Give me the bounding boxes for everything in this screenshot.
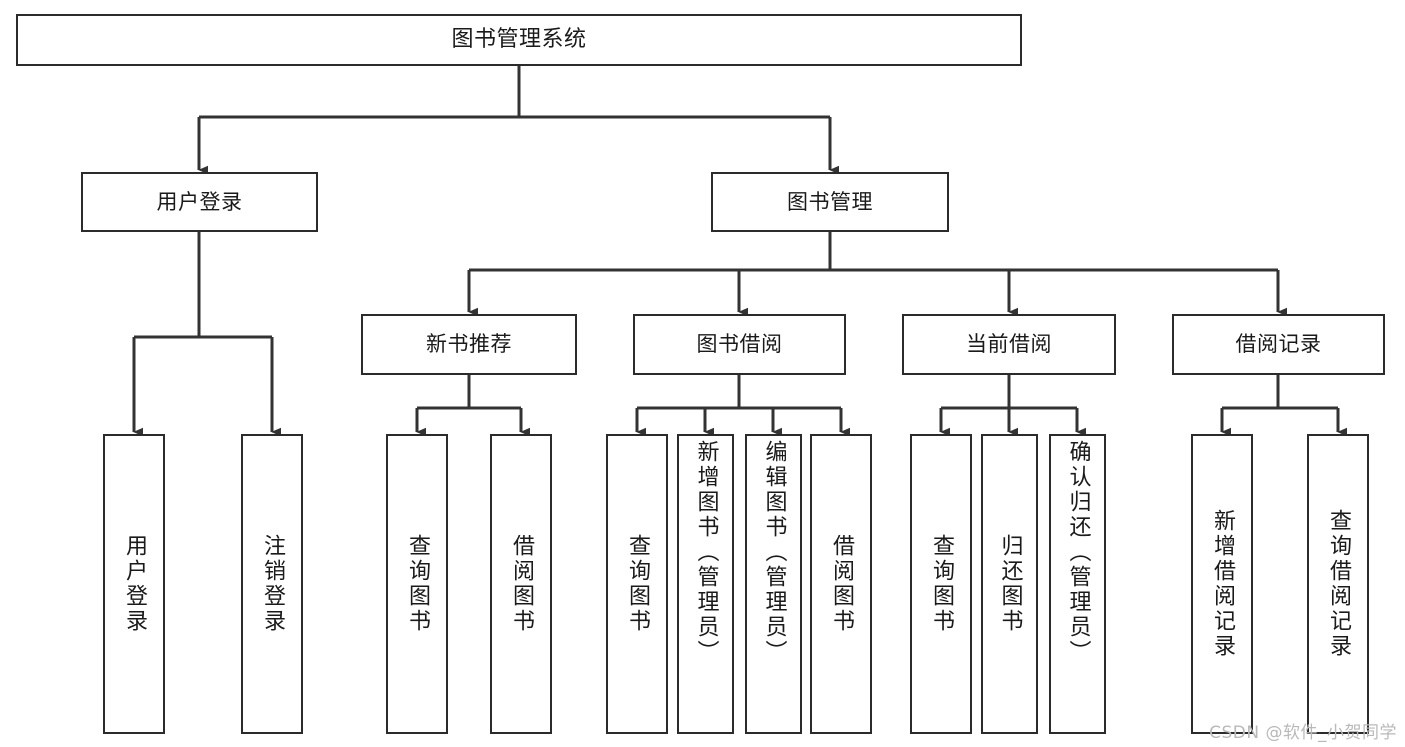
node-label: 用户登录	[156, 189, 243, 214]
node-label: 新增图书（管理员）	[693, 440, 719, 665]
node-label: 查询图书	[405, 534, 430, 634]
node-label: 编辑图书（管理员）	[761, 440, 787, 665]
node-leaf-add-borrow-record[interactable]: 新增借阅记录	[1191, 434, 1253, 734]
node-label: 确认归还（管理员）	[1065, 440, 1091, 665]
node-leaf-query-book-current[interactable]: 查询图书	[910, 434, 972, 734]
node-label: 借阅图书	[829, 534, 854, 634]
node-leaf-borrow-book[interactable]: 借阅图书	[810, 434, 872, 734]
node-leaf-add-book[interactable]: 新增图书（管理员）	[677, 434, 734, 734]
node-new-book-recommend[interactable]: 新书推荐	[361, 314, 577, 375]
watermark-text: CSDN @软件_小贺同学	[1209, 723, 1397, 743]
node-label: 图书管理	[787, 189, 873, 214]
node-leaf-return-book[interactable]: 归还图书	[981, 434, 1038, 734]
node-user-login[interactable]: 用户登录	[81, 172, 318, 232]
node-leaf-confirm-return[interactable]: 确认归还（管理员）	[1049, 434, 1106, 734]
node-leaf-edit-book[interactable]: 编辑图书（管理员）	[745, 434, 802, 734]
node-label: 新增借阅记录	[1210, 509, 1235, 659]
node-label: 注销登录	[260, 534, 285, 634]
node-current-borrow[interactable]: 当前借阅	[902, 314, 1116, 375]
node-label: 图书管理系统	[451, 27, 587, 53]
node-label: 借阅图书	[509, 534, 534, 634]
node-label: 查询图书	[929, 534, 954, 634]
node-leaf-query-borrow-record[interactable]: 查询借阅记录	[1307, 434, 1369, 734]
node-leaf-user-login[interactable]: 用户登录	[103, 434, 165, 734]
node-label: 图书借阅	[696, 332, 783, 357]
node-label: 用户登录	[122, 534, 147, 634]
node-borrow-record[interactable]: 借阅记录	[1172, 314, 1385, 375]
node-label: 借阅记录	[1235, 332, 1322, 357]
node-leaf-user-logout[interactable]: 注销登录	[241, 434, 303, 734]
node-leaf-query-book-borrow[interactable]: 查询图书	[606, 434, 668, 734]
node-label: 查询借阅记录	[1326, 509, 1351, 659]
node-root-book-management-system[interactable]: 图书管理系统	[16, 14, 1022, 66]
node-leaf-query-book-recommend[interactable]: 查询图书	[386, 434, 448, 734]
node-label: 新书推荐	[426, 332, 512, 357]
node-book-borrow[interactable]: 图书借阅	[633, 314, 846, 375]
node-label: 当前借阅	[966, 332, 1052, 357]
node-label: 归还图书	[997, 534, 1023, 634]
node-leaf-borrow-book-recommend[interactable]: 借阅图书	[490, 434, 552, 734]
node-book-management[interactable]: 图书管理	[711, 172, 949, 232]
node-label: 查询图书	[625, 534, 650, 634]
